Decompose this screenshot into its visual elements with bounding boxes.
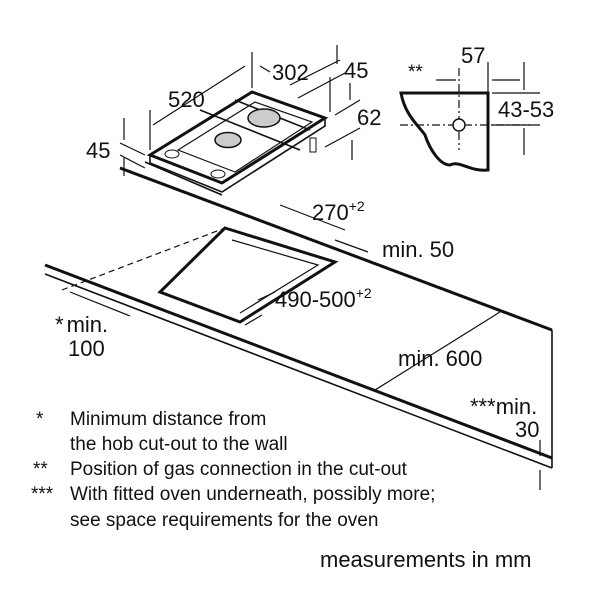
hob-depth-offset-label: 62 (357, 105, 381, 130)
footnotes: * Minimum distance from the hob cut-out … (31, 409, 435, 531)
worktop-illustration (44, 166, 553, 469)
wall-distance-value: 100 (68, 336, 105, 361)
gas-horizontal-label: 57 (461, 43, 485, 68)
cutout-depth-label: 270+2 (312, 198, 365, 225)
footnote-marker: *** (31, 484, 54, 505)
footnote-text: see space requirements for the oven (70, 510, 378, 531)
footnote-text: With fitted oven underneath, possibly mo… (70, 484, 435, 505)
hob-width-label: 520 (168, 87, 205, 112)
back-distance-label: min. 50 (382, 237, 454, 262)
gas-inlet-icon (309, 137, 317, 153)
large-burner-icon (247, 108, 281, 128)
worktop-depth-label: min. 600 (398, 346, 482, 371)
knob-icon (210, 169, 226, 179)
hob-top-height-label: 45 (344, 58, 368, 83)
footnote-text: Minimum distance from (70, 409, 266, 430)
cutout-width-label: 490-500+2 (275, 285, 372, 312)
footnote-marker: * (36, 409, 44, 430)
hob-illustration (144, 90, 329, 196)
hob-depth-label: 302 (272, 60, 309, 85)
gas-connection-icon (452, 118, 466, 132)
footnote-text: the hob cut-out to the wall (70, 434, 288, 455)
footnote-text: Position of gas connection in the cut-ou… (70, 459, 408, 480)
units-note: measurements in mm (320, 547, 532, 572)
gas-connection-detail (399, 62, 540, 172)
oven-distance-value: 30 (515, 417, 539, 442)
knob-icon (164, 149, 180, 159)
small-burner-icon (214, 131, 242, 149)
gas-vertical-label: 43-53 (498, 97, 554, 122)
worktop-dimension-lines (69, 204, 541, 490)
wall-distance-label: *min. (55, 312, 108, 337)
hob-dimension-lines (119, 45, 361, 176)
footnote-marker: ** (33, 459, 48, 480)
gas-connection-marker: ** (408, 62, 423, 83)
oven-distance-label: ***min. (470, 394, 537, 419)
hob-front-height-label: 45 (86, 138, 110, 163)
cutout-outline (157, 226, 339, 324)
